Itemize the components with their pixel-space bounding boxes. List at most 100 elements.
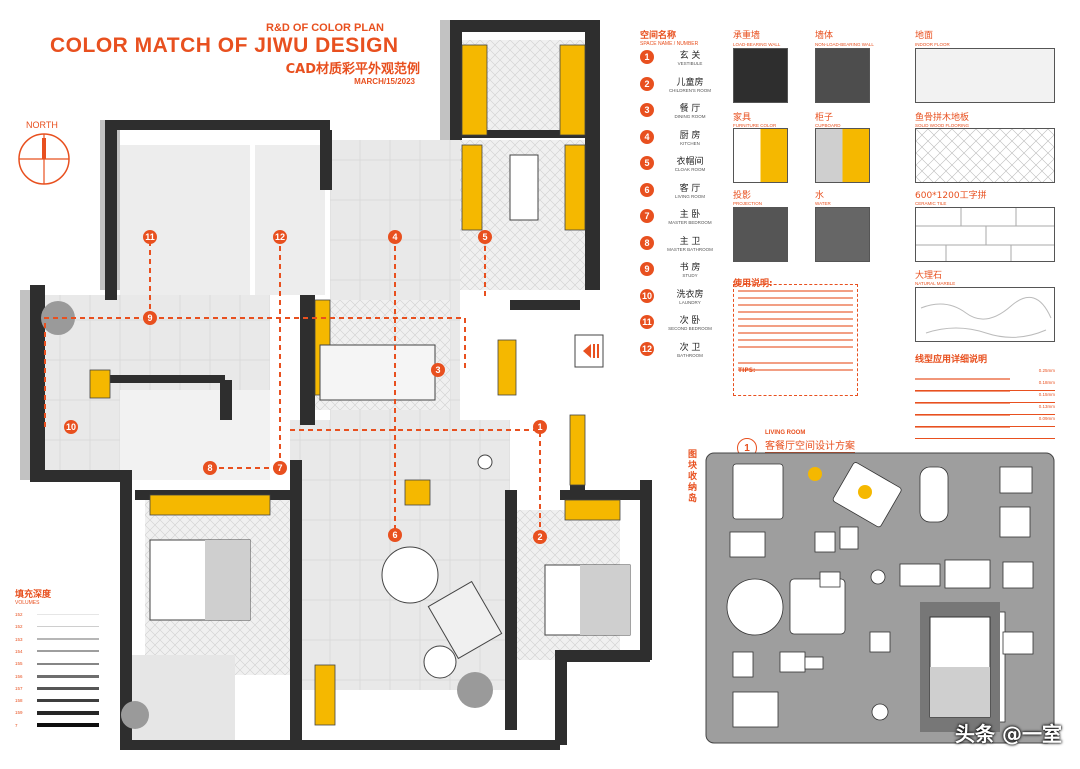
tile-en: CERAMIC TILE	[915, 201, 947, 206]
fill-depth-row: 158	[15, 698, 99, 703]
tile-swatch	[915, 207, 1055, 262]
room-number-badge: 12	[640, 341, 654, 356]
fill-depth-row: 152	[15, 624, 99, 629]
svg-text:6: 6	[392, 530, 397, 540]
marble-label: 大理石	[915, 271, 943, 281]
fill-depth-value: 157	[15, 685, 23, 691]
room-number-badge: 6	[640, 182, 654, 197]
line-weight-value: 0.15mm	[1038, 392, 1055, 397]
fill-depth-value: 153	[15, 636, 23, 642]
room-number-badge: 5	[640, 156, 654, 170]
fill-depth-row: 155	[15, 661, 99, 666]
furniture-label: 家具	[733, 113, 752, 123]
furniture-en: FURNITURE COLOR	[733, 123, 777, 128]
room-name-en: DINING ROOM	[674, 114, 706, 119]
water-swatch	[815, 207, 870, 262]
room-number-badge: 7	[640, 209, 654, 223]
room-name-en: MASTER BEDROOM	[668, 220, 712, 225]
compass-icon	[18, 133, 70, 185]
room-name-en: MASTER BATHROOM	[667, 246, 713, 252]
room-name-en: BATHROOM	[677, 352, 703, 358]
bearing-wall-en: LOAD-BEARING WALL	[733, 42, 781, 47]
fill-depth-row: 156	[15, 674, 99, 679]
fill-depth-row: 159	[15, 710, 99, 715]
tile-label: 600*1200工字拼	[915, 191, 987, 201]
line-weight-row: 0.09mm	[915, 416, 1055, 439]
water-en: WATER	[815, 201, 831, 206]
room-name: 洗衣房	[676, 289, 704, 300]
room-name: 玄 关	[679, 51, 701, 61]
room-legend-header: 空间名称 SPACE NAME / NUMBER	[640, 31, 699, 47]
svg-text:8: 8	[207, 463, 212, 473]
partition-wall-en: NON-LOAD-BEARING WALL	[815, 42, 874, 47]
date: MARCH/15/2023	[354, 77, 415, 86]
room-name: 次 卫	[679, 342, 701, 353]
projection-en: PROJECTION	[733, 201, 763, 206]
svg-text:5: 5	[482, 232, 487, 242]
fill-depth-value: 152	[15, 624, 23, 630]
fill-depth-value: 154	[15, 648, 23, 654]
room-name: 衣帽间	[676, 157, 704, 167]
svg-text:11: 11	[145, 232, 155, 242]
block-library	[705, 452, 1055, 744]
room-name: 厨 房	[679, 130, 701, 141]
room-name: 书 房	[679, 263, 701, 273]
line-weight-value: 0.18mm	[1038, 380, 1055, 385]
notes-box: TIPS:	[733, 284, 858, 396]
partition-wall-label: 墙体	[815, 31, 834, 41]
line-weight-value: 0.09mm	[1038, 416, 1055, 421]
bearing-wall-swatch	[733, 48, 788, 103]
svg-text:1: 1	[537, 422, 542, 432]
room-number-badge: 3	[640, 103, 654, 117]
living-room-tag-title: LIVING ROOM	[765, 430, 806, 436]
room-name-en: SECOND BEDROOM	[668, 326, 712, 331]
line-weight-value: 0.13mm	[1038, 404, 1055, 409]
room-number-badge: 9	[640, 262, 654, 276]
watermark: 头条 @一室	[955, 722, 1062, 746]
cupboard-en: CUPBOARD	[815, 123, 841, 128]
svg-text:12: 12	[275, 232, 285, 242]
fill-depth-row: 153	[15, 637, 99, 642]
title-cn: CAD材质彩平外观范例	[285, 62, 420, 77]
fill-depth-title: 填充深度	[15, 590, 52, 600]
fill-depth-row: 7	[15, 723, 99, 728]
room-name-en: CHILDREN'S ROOM	[668, 87, 712, 93]
room-name-en: STUDY	[682, 273, 698, 278]
room-name: 次 卧	[679, 316, 701, 326]
svg-text:10: 10	[66, 422, 76, 432]
room-number-badge: 10	[640, 288, 654, 303]
fill-depth-row: 152	[15, 612, 99, 617]
fill-depth-row: 154	[15, 649, 99, 654]
room-number-badge: 11	[640, 315, 654, 329]
herringbone-en: SOLID WOOD FLOORING	[915, 123, 970, 128]
room-name: 主 卧	[679, 210, 701, 220]
room-name: 餐 厅	[679, 104, 701, 114]
living-room-tag-cn: 客餐厅空间设计方案	[765, 437, 855, 453]
room-number-badge: 4	[640, 129, 654, 144]
projection-label: 投影	[733, 191, 752, 201]
svg-text:9: 9	[147, 313, 152, 323]
room-number-badge: 2	[640, 76, 654, 91]
bearing-wall-label: 承重墙	[733, 31, 761, 41]
svg-text:7: 7	[277, 463, 282, 473]
fill-depth-value: 158	[15, 698, 23, 704]
marble-en: NATURAL MARBLE	[915, 281, 956, 286]
north-label: NORTH	[26, 120, 58, 130]
fill-depth-value: 156	[15, 673, 23, 679]
svg-text:2: 2	[537, 532, 542, 542]
fill-depth-row: 157	[15, 686, 99, 691]
svg-text:3: 3	[435, 365, 440, 375]
projection-swatch	[733, 207, 788, 262]
room-number-badge: 1	[640, 50, 654, 64]
line-weight-value: 0.25mm	[1038, 368, 1055, 373]
marble-swatch	[915, 287, 1055, 342]
